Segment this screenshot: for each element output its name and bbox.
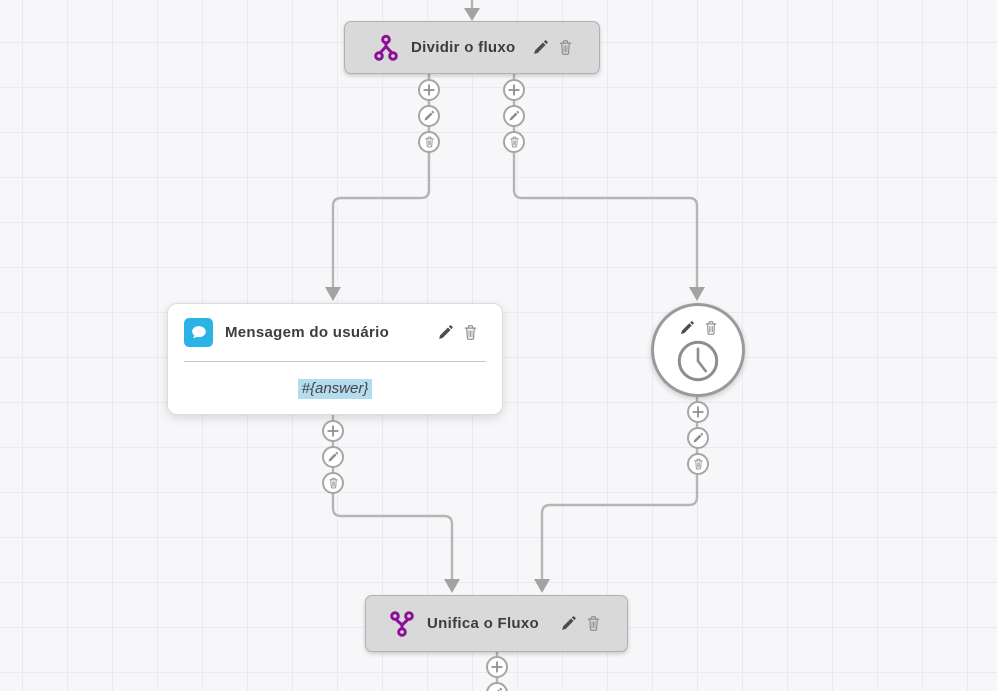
trash-icon[interactable]: [463, 324, 478, 341]
delete-button[interactable]: [687, 453, 709, 475]
arrowhead-into-split: [464, 8, 480, 21]
connector-stack-merge: [486, 656, 508, 691]
add-button[interactable]: [418, 79, 440, 101]
node-split-label: Dividir o fluxo: [411, 39, 516, 56]
merge-icon: [389, 610, 415, 638]
wire-timer-to-merge: [540, 397, 699, 581]
node-merge-label: Unifica o Fluxo: [427, 615, 540, 632]
user-message-body: #{answer}: [168, 362, 502, 415]
edit-button[interactable]: [687, 427, 709, 449]
split-icon: [373, 34, 399, 62]
add-button[interactable]: [486, 656, 508, 678]
user-message-actions: [437, 324, 478, 341]
add-button[interactable]: [503, 79, 525, 101]
edit-button[interactable]: [418, 105, 440, 127]
clock-icon: [676, 339, 720, 383]
connector-stack-split-left: [418, 79, 440, 157]
trash-icon[interactable]: [586, 615, 601, 632]
node-merge-flow[interactable]: Unifica o Fluxo: [365, 595, 628, 652]
edit-icon[interactable]: [560, 615, 577, 632]
edit-icon[interactable]: [437, 324, 454, 341]
user-message-title: Mensagem do usuário: [225, 324, 390, 341]
add-button[interactable]: [687, 401, 709, 423]
connector-stack-split-right: [503, 79, 525, 157]
edit-button[interactable]: [503, 105, 525, 127]
chat-bubble-icon: [184, 318, 213, 347]
connector-stack-message: [322, 420, 344, 498]
wire-message-to-merge: [331, 415, 454, 581]
connector-stack-timer: [687, 401, 709, 479]
add-button[interactable]: [322, 420, 344, 442]
arrowhead-into-message: [325, 287, 341, 301]
node-split-actions: [532, 39, 573, 56]
node-split-flow[interactable]: Dividir o fluxo: [344, 21, 600, 74]
arrowhead-into-timer: [689, 287, 705, 301]
trash-icon[interactable]: [558, 39, 573, 56]
trash-icon[interactable]: [704, 320, 718, 336]
edit-button[interactable]: [322, 446, 344, 468]
edit-icon[interactable]: [532, 39, 549, 56]
variable-chip[interactable]: #{answer}: [297, 378, 373, 399]
node-timer[interactable]: [651, 303, 745, 397]
timer-actions: [654, 320, 742, 336]
delete-button[interactable]: [322, 472, 344, 494]
edit-button[interactable]: [486, 682, 508, 691]
delete-button[interactable]: [418, 131, 440, 153]
arrowhead-timer-into-merge: [534, 579, 550, 593]
node-merge-actions: [560, 615, 601, 632]
card-divider: [184, 361, 486, 362]
user-message-header: Mensagem do usuário: [168, 304, 502, 361]
wire-split-to-timer: [512, 74, 699, 289]
node-user-message[interactable]: Mensagem do usuário #{answer}: [167, 303, 503, 415]
arrowhead-message-into-merge: [444, 579, 460, 593]
delete-button[interactable]: [503, 131, 525, 153]
wire-split-to-message: [331, 74, 431, 289]
edit-icon[interactable]: [679, 320, 695, 336]
